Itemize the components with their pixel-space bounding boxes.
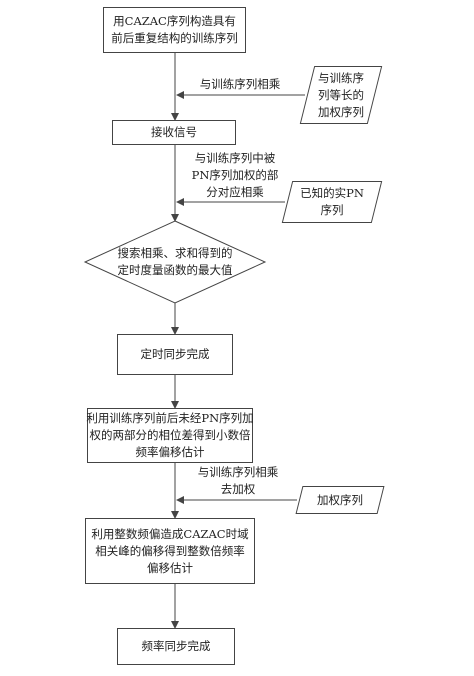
step-search-timing-metric-max: 搜索相乘、求和得到的定时度量函数的最大值 — [117, 246, 233, 277]
step-receive-signal: 接收信号 — [112, 120, 236, 145]
step-construct-training-sequence: 用CAZAC序列构造具有前后重复结构的训练序列 — [103, 7, 246, 53]
step-integer-frequency-offset-estimation: 利用整数频偏造成CAZAC时域相关峰的偏移得到整数倍频率偏移估计 — [85, 518, 255, 584]
note-multiply-training-sequence: 与训练序列相乘 — [199, 77, 281, 91]
step-frequency-sync-done: 频率同步完成 — [117, 628, 235, 665]
input-weight-sequence: 加权序列 — [317, 492, 363, 507]
step-timing-sync-done: 定时同步完成 — [117, 334, 233, 375]
note-multiply-deweight: 与训练序列相乘去加权 — [197, 465, 279, 496]
input-equal-length-weight-sequence: 与训练序列等长的加权序列 — [318, 70, 364, 119]
decision-diamond — [83, 220, 267, 304]
step-fractional-frequency-offset-estimation: 利用训练序列前后未经PN序列加权的两部分的相位差得到小数倍频率偏移估计 — [86, 408, 254, 463]
